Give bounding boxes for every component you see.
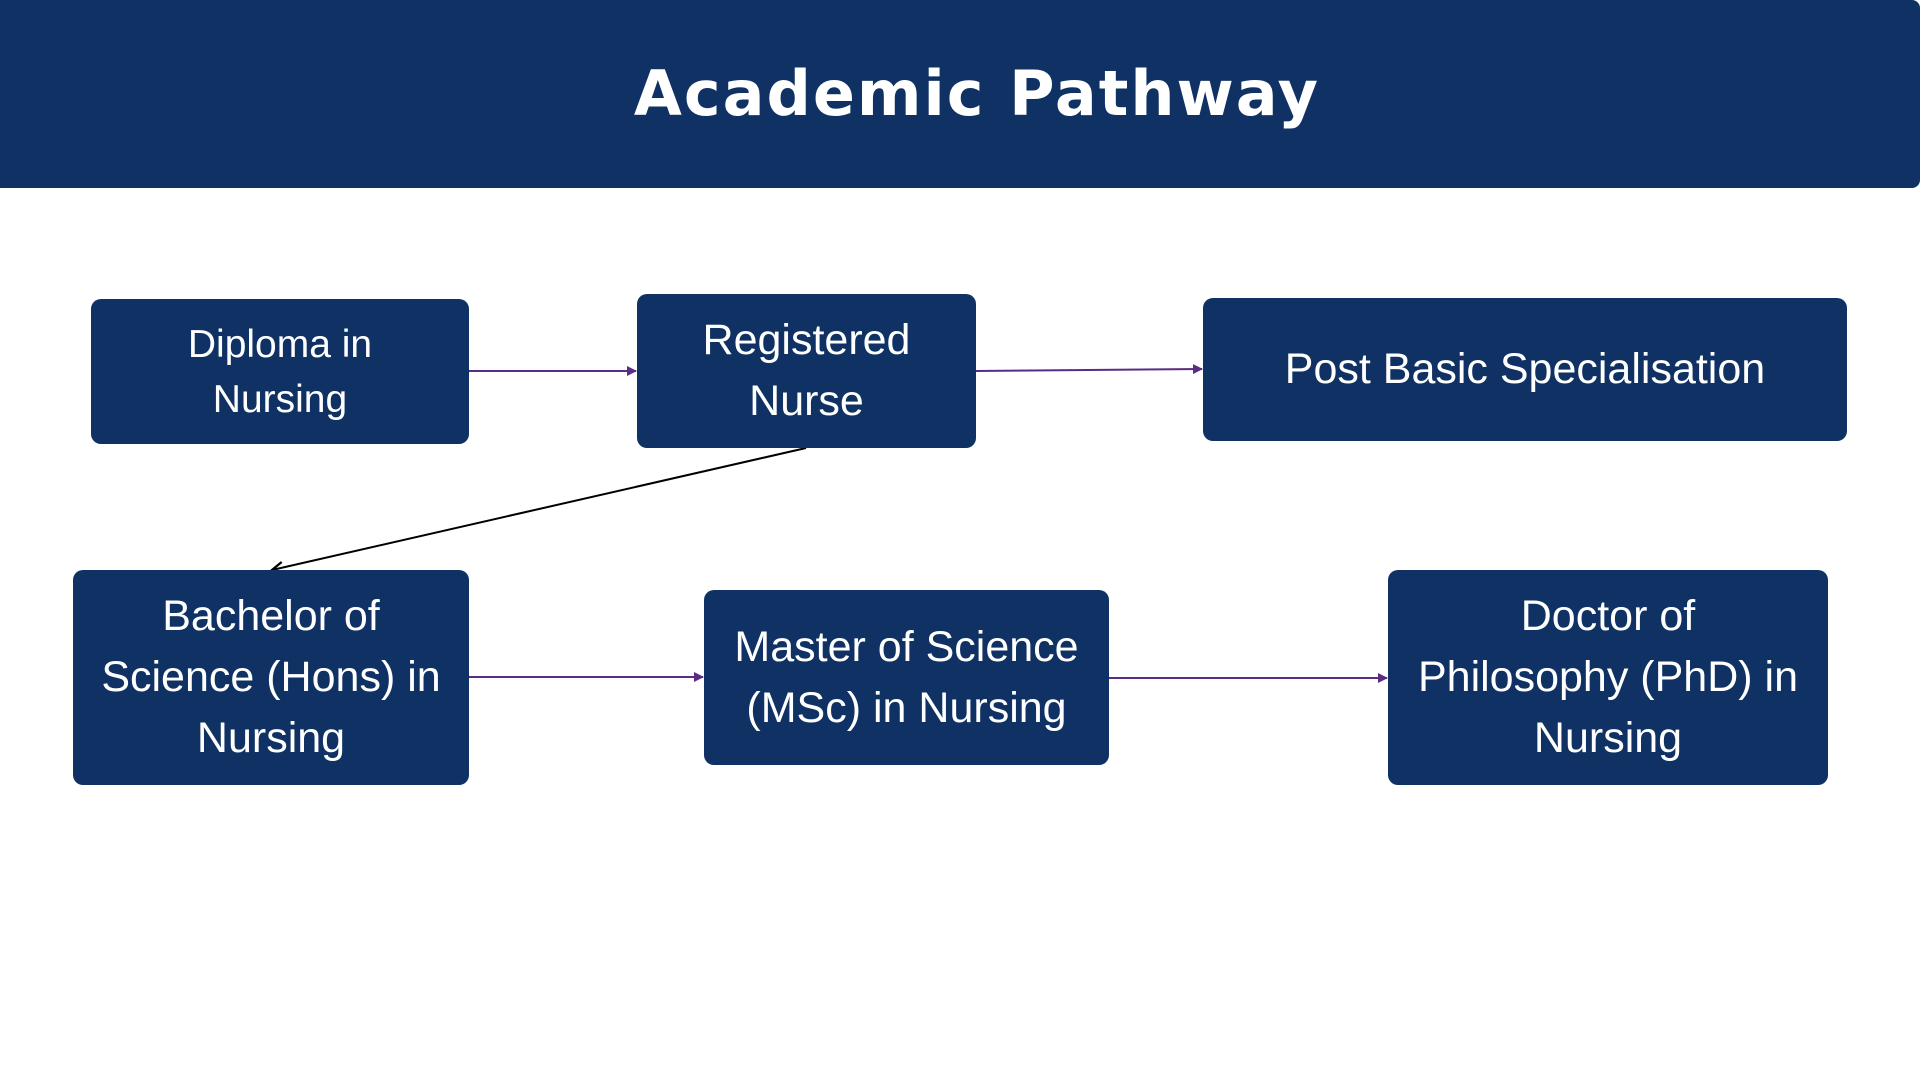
node-label: Doctor of Philosophy (PhD) in Nursing	[1417, 592, 1798, 762]
node-label: Master of Science (MSc) in Nursing	[734, 622, 1079, 732]
node-master-of-science-nursing[interactable]: Master of Science (MSc) in Nursing	[704, 590, 1109, 765]
node-label: Registered Nurse	[702, 316, 911, 425]
node-doctor-of-philosophy-nursing[interactable]: Doctor of Philosophy (PhD) in Nursing	[1388, 570, 1828, 785]
page-title: Academic Pathway	[633, 56, 1321, 130]
node-diploma-in-nursing[interactable]: Diploma in Nursing	[91, 299, 469, 444]
node-label: Bachelor of Science (Hons) in Nursing	[101, 592, 441, 762]
edge-rn-to-bsc	[272, 447, 807, 570]
node-bachelor-of-science-nursing[interactable]: Bachelor of Science (Hons) in Nursing	[73, 570, 469, 785]
edge-rn-to-post-basic	[975, 364, 1203, 375]
header-banner: Academic Pathway	[0, 0, 1920, 188]
node-label: Post Basic Specialisation	[1284, 345, 1766, 393]
node-registered-nurse[interactable]: Registered Nurse	[637, 294, 976, 448]
node-post-basic-specialisation[interactable]: Post Basic Specialisation	[1203, 298, 1847, 441]
node-label: Diploma in Nursing	[187, 322, 373, 421]
